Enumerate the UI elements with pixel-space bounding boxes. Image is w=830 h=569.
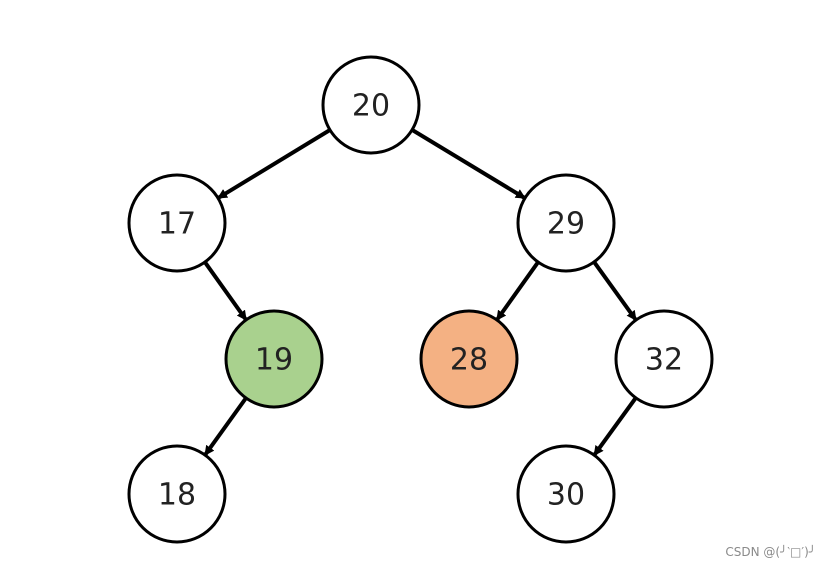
edge-n20-n29 — [407, 126, 526, 200]
watermark-text: CSDN @(╯‵□′)╯ — [725, 545, 816, 559]
node-label: 29 — [547, 207, 585, 242]
node-label: 18 — [158, 478, 196, 513]
node-label: 32 — [645, 343, 683, 378]
node-circle — [127, 444, 227, 544]
node-circle — [419, 309, 519, 409]
node-label: 17 — [158, 207, 196, 242]
tree-node-20: 20 — [321, 55, 421, 155]
node-label: 19 — [255, 343, 293, 378]
node-circle — [516, 444, 616, 544]
edges — [200, 126, 640, 456]
edge-n29-n28 — [495, 257, 543, 321]
tree-node-17: 17 — [127, 173, 227, 273]
node-circle — [224, 309, 324, 409]
tree-node-30: 30 — [516, 444, 616, 544]
edge-n17-n19 — [200, 257, 248, 321]
tree-node-19: 19 — [224, 309, 324, 409]
node-label: 28 — [450, 343, 488, 378]
edge-n32-n30 — [593, 393, 640, 456]
node-circle — [516, 173, 616, 273]
node-circle — [614, 309, 714, 409]
tree-node-29: 29 — [516, 173, 616, 273]
node-label: 20 — [352, 89, 390, 124]
node-circle — [127, 173, 227, 273]
edge-n20-n17 — [217, 126, 335, 200]
edge-n29-n32 — [590, 257, 637, 321]
tree-node-18: 18 — [127, 444, 227, 544]
node-circle — [321, 55, 421, 155]
nodes: 20 17 29 19 28 32 18 30 — [127, 55, 714, 544]
tree-node-28: 28 — [419, 309, 519, 409]
edge-n19-n18 — [203, 393, 250, 456]
tree-node-32: 32 — [614, 309, 714, 409]
node-label: 30 — [547, 478, 585, 513]
